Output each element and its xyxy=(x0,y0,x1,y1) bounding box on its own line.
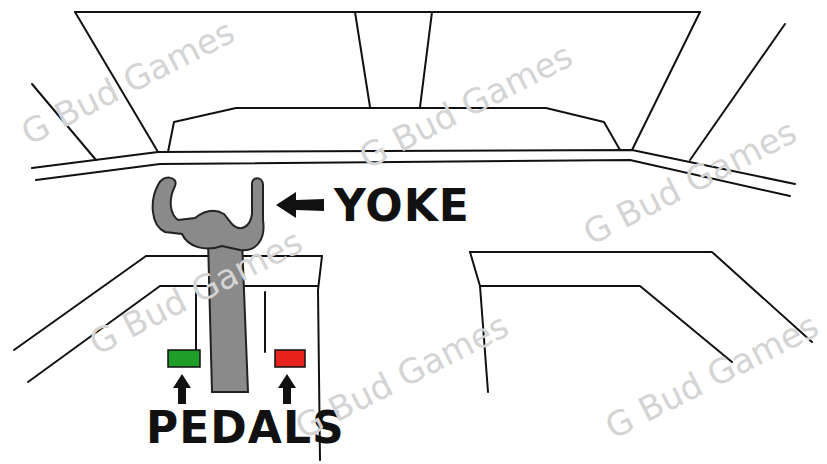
pedal-red xyxy=(275,350,305,367)
windshield-divider xyxy=(420,12,432,107)
pedal-arrow xyxy=(278,374,296,404)
pedal-slot xyxy=(264,292,266,352)
part-label: YOKE xyxy=(334,184,470,228)
yoke-wheel xyxy=(153,178,264,251)
windshield-top xyxy=(75,11,700,13)
pedal-arrow xyxy=(173,374,191,404)
yoke-arrow xyxy=(276,192,324,218)
windshield-divider xyxy=(355,12,370,107)
watermark: G Bud Games xyxy=(600,308,823,444)
windshield-right xyxy=(632,12,700,150)
right-console xyxy=(480,286,732,362)
watermark: G Bud Games xyxy=(290,308,513,444)
watermark: G Bud Games xyxy=(16,14,239,150)
watermark: G Bud Games xyxy=(354,38,577,174)
pedal-green xyxy=(168,350,200,367)
right-console xyxy=(470,252,812,342)
